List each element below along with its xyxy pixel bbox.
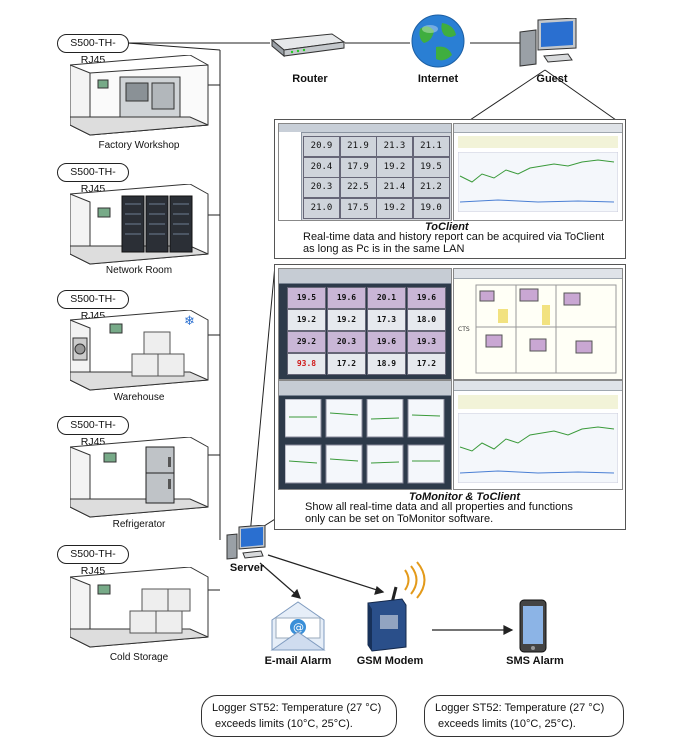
reading-value: 19.6 — [407, 287, 446, 309]
logger-tag: S500-TH-RJ45 — [57, 545, 129, 577]
sms-alarm-message: Logger ST52: Temperature (27 °C) exceeds… — [424, 695, 624, 737]
reading-value: 19.2 — [327, 309, 366, 331]
sms-alarm-label: SMS Alarm — [506, 655, 564, 667]
reading-value: 20.3 — [303, 177, 340, 198]
reading-value: 19.6 — [327, 287, 366, 309]
reading-value: 19.3 — [407, 331, 446, 353]
reading-value: 18.9 — [367, 353, 406, 375]
room-network-room — [70, 184, 209, 265]
server-computer-icon — [226, 525, 266, 560]
toclient-description-line1: Real-time data and history report can be… — [303, 231, 605, 243]
reading-value: 19.6 — [367, 331, 406, 353]
router-icon — [270, 33, 346, 58]
reading-value: 20.4 — [303, 156, 340, 178]
tomonitor-floorplan-screenshot: CTS — [453, 268, 623, 380]
reading-value: 29.2 — [287, 331, 326, 353]
sms-alarm-message-line1: Logger ST52: Temperature (27 °C) — [435, 702, 605, 714]
toclient-title: ToClient — [425, 221, 469, 233]
internet-label: Internet — [417, 73, 459, 85]
reading-value: 19.2 — [376, 156, 413, 178]
svg-text:@: @ — [293, 621, 304, 634]
reading-value: 20.3 — [327, 331, 366, 353]
reading-value: 18.0 — [407, 309, 446, 331]
reading-value: 21.1 — [412, 136, 450, 157]
reading-value: 17.9 — [339, 156, 377, 178]
sms-alarm-message-line2: exceeds limits (10°C, 25°C). — [438, 718, 576, 730]
guest-label: Guest — [536, 73, 568, 85]
reading-value: 19.0 — [412, 197, 450, 219]
reading-value: 21.3 — [376, 136, 413, 157]
logger-tag: S500-TH-RJ45 — [57, 290, 129, 322]
reading-value: 19.5 — [412, 156, 450, 178]
reading-value: 20.9 — [303, 136, 340, 157]
globe-icon — [411, 14, 465, 68]
room-label: Refrigerator — [112, 519, 166, 530]
reading-value: 93.8 — [287, 353, 326, 375]
room-label: Cold Storage — [109, 652, 169, 663]
toclient-description-line2: as long as Pc is in the same LAN — [303, 243, 465, 255]
logger-tag: S500-TH-RJ45 — [57, 416, 129, 448]
tomonitor-description-line2: only can be set on ToMonitor software. — [305, 513, 494, 525]
reading-value: 19.2 — [287, 309, 326, 331]
reading-value: 22.5 — [339, 177, 377, 198]
reading-value: 17.2 — [327, 353, 366, 375]
tomonitor-graphs-screenshot — [278, 380, 452, 490]
logger-tag: S500-TH-RJ45 — [57, 163, 129, 195]
reading-value: 21.0 — [303, 197, 340, 219]
room-label: Warehouse — [113, 392, 165, 403]
email-alarm-message-line1: Logger ST52: Temperature (27 °C) — [212, 702, 382, 714]
reading-value: 17.2 — [407, 353, 446, 375]
reading-value: 21.9 — [339, 136, 377, 157]
email-alarm-message: Logger ST52: Temperature (27 °C) exceeds… — [201, 695, 397, 737]
email-icon: @ — [270, 601, 326, 651]
gsm-modem-icon — [367, 586, 407, 652]
svg-text:❄: ❄ — [184, 314, 195, 329]
reading-value: 19.2 — [376, 197, 413, 219]
reading-value: 19.5 — [287, 287, 326, 309]
logger-tag: S500-TH-RJ45 — [57, 34, 129, 66]
email-alarm-label: E-mail Alarm — [264, 655, 332, 667]
room-label: Factory Workshop — [98, 140, 180, 151]
tomonitor-history-chart-screenshot — [453, 380, 623, 490]
reading-value: 21.4 — [376, 177, 413, 198]
room-refrigerator — [70, 437, 209, 518]
reading-value: 20.1 — [367, 287, 406, 309]
mobile-phone-icon — [519, 599, 547, 653]
room-cold-storage — [70, 567, 209, 648]
room-warehouse: ❄ — [70, 310, 209, 391]
tomonitor-description-line1: Show all real-time data and all properti… — [305, 501, 573, 513]
reading-value: 17.3 — [367, 309, 406, 331]
reading-value: 17.5 — [339, 197, 377, 219]
room-factory-workshop — [70, 55, 209, 136]
svg-text:CTS: CTS — [458, 326, 470, 333]
toclient-history-chart-screenshot — [453, 123, 623, 221]
reading-value: 21.2 — [412, 177, 450, 198]
room-label: Network Room — [105, 265, 173, 276]
computer-icon — [519, 18, 577, 67]
router-label: Router — [292, 73, 328, 85]
gsm-modem-label: GSM Modem — [356, 655, 424, 667]
tomonitor-title: ToMonitor & ToClient — [409, 491, 520, 503]
server-label: Server — [229, 562, 265, 574]
email-alarm-message-line2: exceeds limits (10°C, 25°C). — [215, 718, 353, 730]
